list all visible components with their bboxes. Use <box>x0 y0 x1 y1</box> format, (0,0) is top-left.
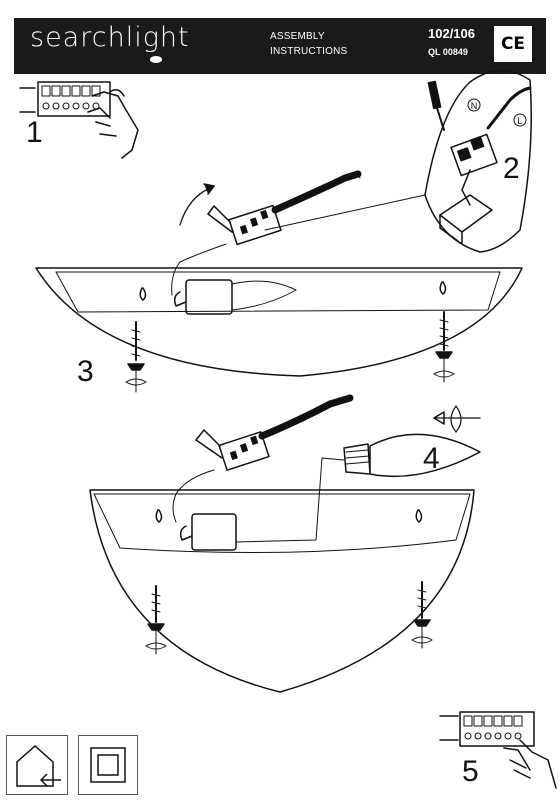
wire-label-live: L <box>513 113 527 127</box>
terminal-block-step5-icon <box>439 711 557 789</box>
step3-cable <box>271 170 362 214</box>
step-number-5: 5 <box>462 755 479 788</box>
rotate-arrow-icon <box>179 183 215 226</box>
model-number: 102/106 <box>428 26 475 41</box>
step3-lampholder <box>173 279 297 315</box>
step4-terminal <box>172 429 270 523</box>
brand-logo: searchlight <box>30 22 190 53</box>
step4-bowl <box>89 489 475 693</box>
terminal-block-icon <box>19 81 139 159</box>
step4-screw-right <box>411 581 433 649</box>
reference-code: QL 00849 <box>428 47 468 57</box>
indoor-use-icon <box>6 735 68 795</box>
step3-bowl <box>35 267 523 377</box>
wire-label-neutral: N <box>467 98 481 112</box>
step-number-3: 3 <box>77 355 94 388</box>
header-banner: searchlight ASSEMBLY INSTRUCTIONS 102/10… <box>14 18 546 74</box>
svg-text:N: N <box>471 101 478 111</box>
step-number-4: 4 <box>423 442 440 475</box>
step3-terminal <box>171 204 282 296</box>
title-line-1: ASSEMBLY <box>270 31 325 42</box>
step3-screw-left <box>125 321 147 393</box>
brand-logo-dot <box>150 56 162 63</box>
title-line-2: INSTRUCTIONS <box>270 46 348 57</box>
insert-arrow-icon <box>433 405 481 433</box>
step4-cable <box>258 394 354 440</box>
svg-text:L: L <box>517 116 522 126</box>
double-insulation-icon <box>78 735 138 795</box>
step-number-1: 1 <box>26 116 43 149</box>
step-number-2: 2 <box>503 152 520 185</box>
step4-lampholder <box>179 513 237 551</box>
detail-inset <box>264 69 532 253</box>
screwdriver-icon <box>427 80 445 131</box>
document-title: ASSEMBLY INSTRUCTIONS <box>270 29 347 59</box>
terminal-inset-parts <box>439 86 532 245</box>
step4-screw-left <box>145 585 167 655</box>
ce-mark-icon: CE <box>494 26 532 62</box>
step3-screw-right <box>433 311 455 383</box>
step4-bulb <box>235 433 481 543</box>
